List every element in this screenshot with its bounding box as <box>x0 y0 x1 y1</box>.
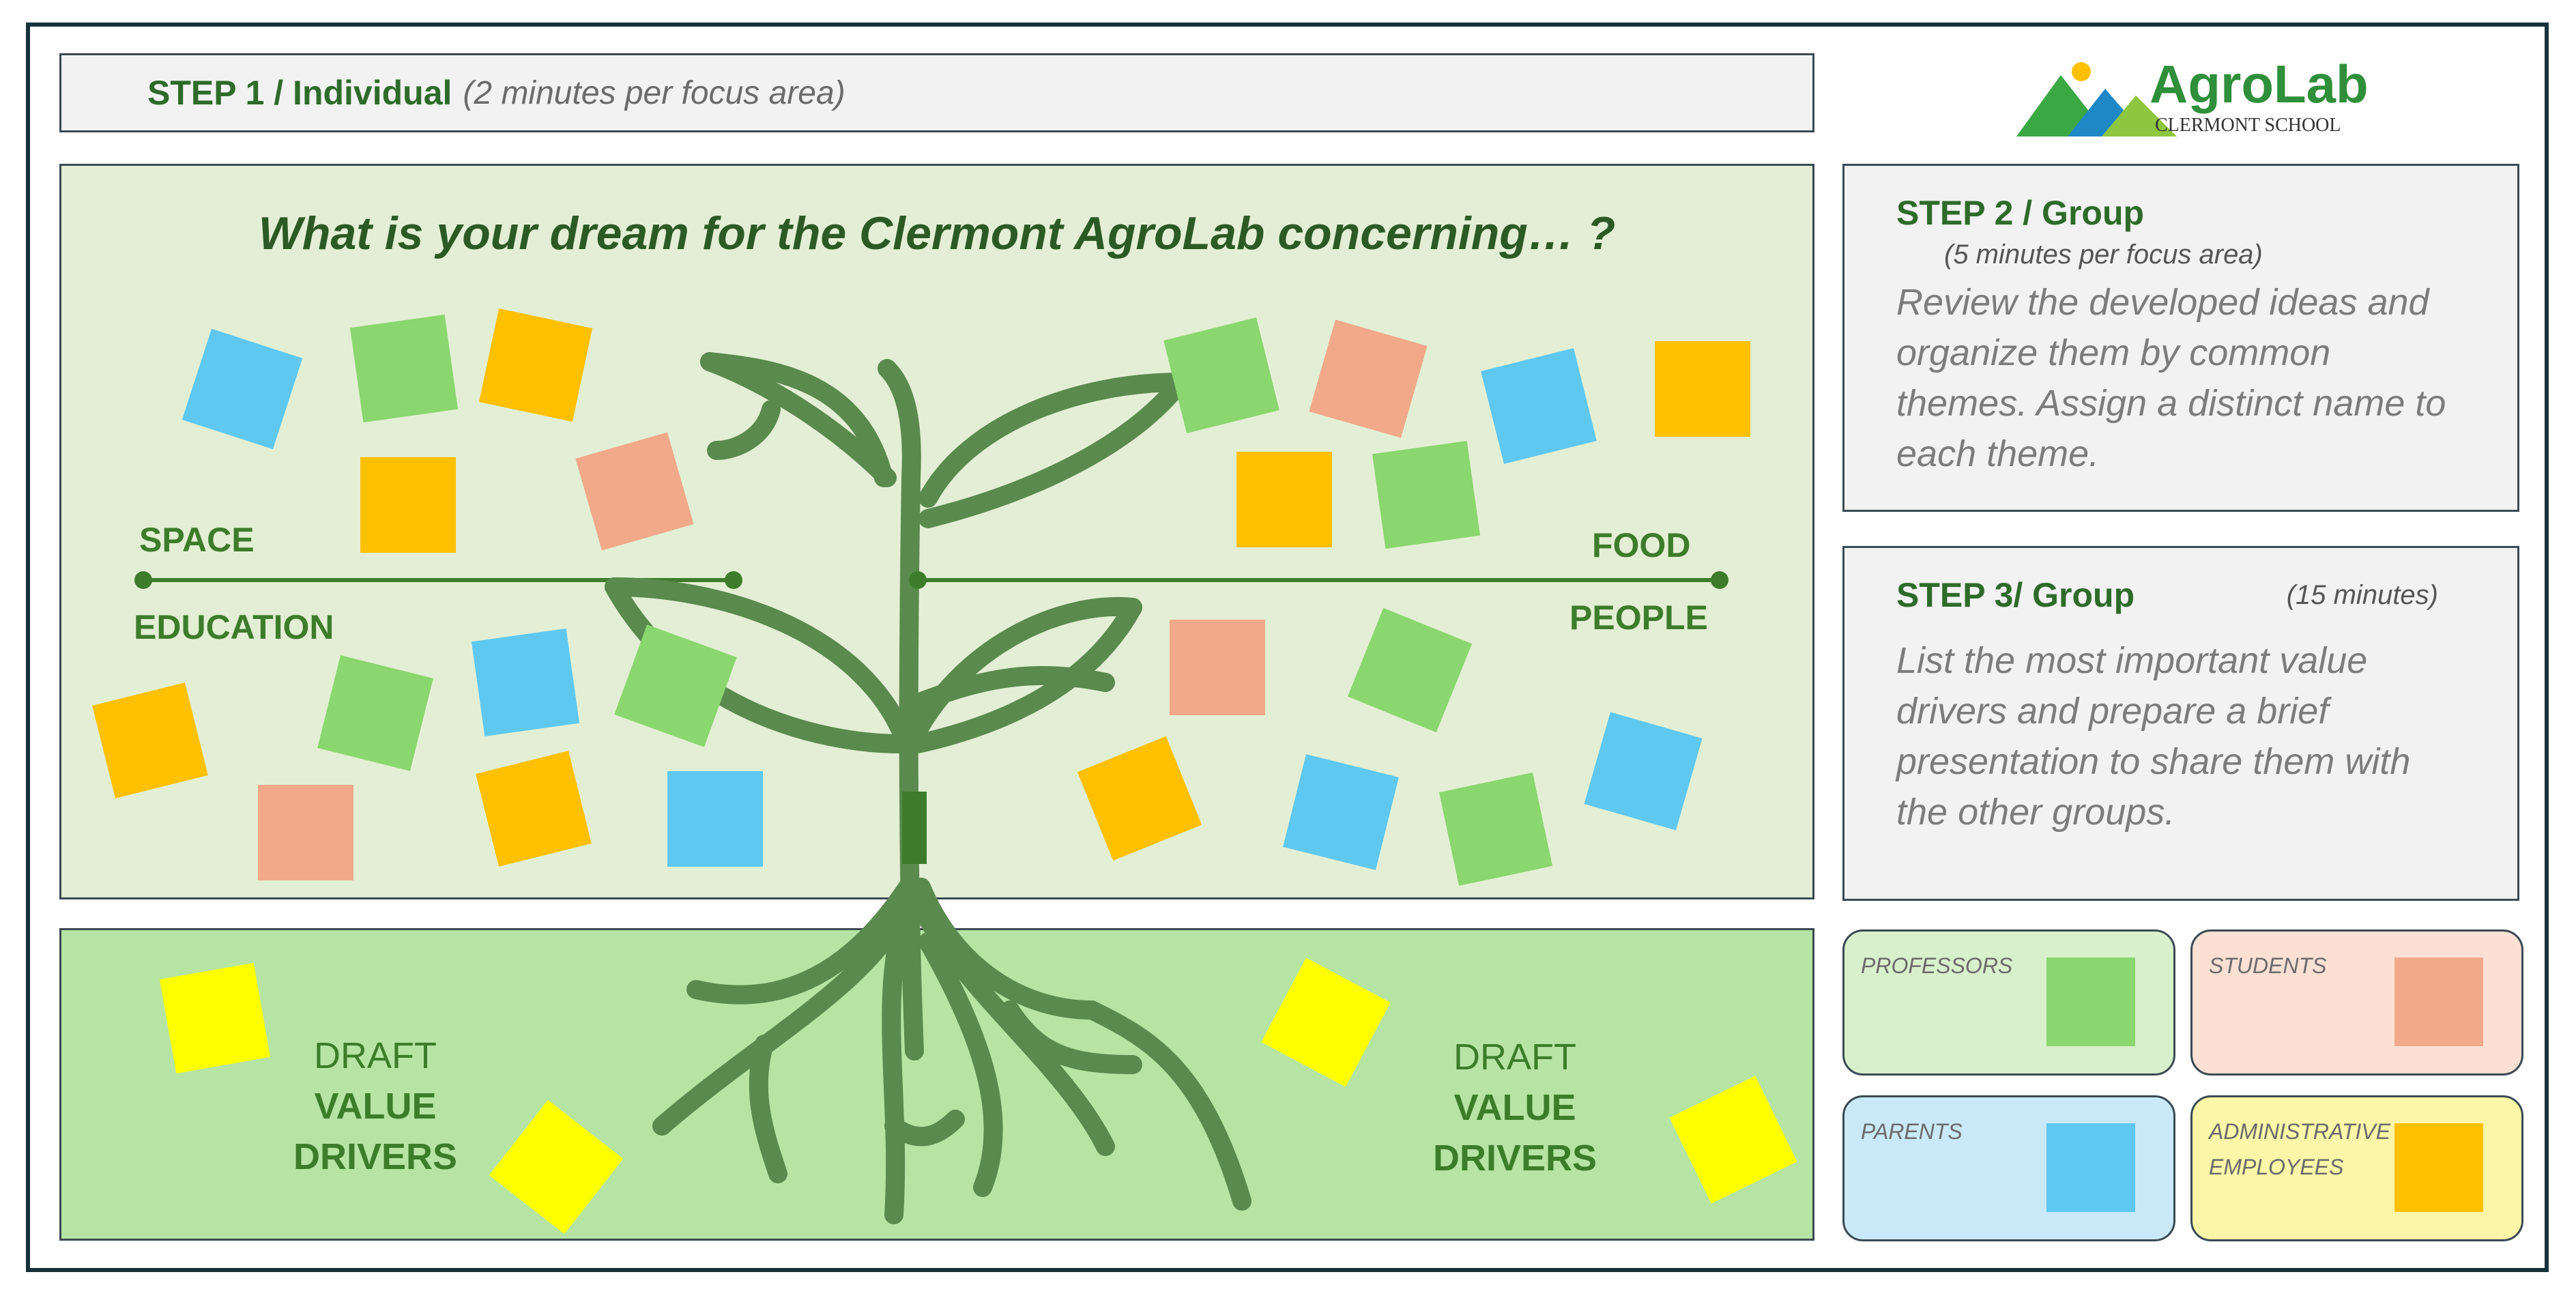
sticky-note <box>1438 772 1553 886</box>
logo-name: AgroLab <box>2150 54 2369 114</box>
draft-line2: VALUE DRIVERS <box>293 1086 458 1177</box>
legend-professors: PROFESSORS <box>1842 929 2175 1076</box>
sticky-note <box>667 771 763 867</box>
step2-subtitle: (5 minutes per focus area) <box>1944 240 2263 270</box>
step3-title: STEP 3/ Group <box>1896 576 2135 614</box>
step3-body: List the most important value drivers an… <box>1896 640 2411 833</box>
sticky-note <box>1236 452 1332 547</box>
step3-panel: STEP 3/ Group (15 minutes) List the most… <box>1842 546 2519 901</box>
sticky-note <box>1655 341 1750 437</box>
sticky-note <box>1372 440 1481 549</box>
legend-parents: PARENTS <box>1842 1095 2175 1241</box>
legend-label: ADMINISTRATIVE EMPLOYEES <box>2209 1119 2391 1179</box>
sticky-note <box>1170 620 1265 715</box>
sticky-note <box>349 314 459 423</box>
roots-area <box>59 928 1814 1241</box>
draft-value-drivers-left: DRAFT VALUE DRIVERS <box>232 1030 519 1182</box>
sticky-note <box>360 457 456 553</box>
legend-swatch <box>2046 957 2135 1046</box>
legend-students: STUDENTS <box>2190 929 2523 1076</box>
step1-title: STEP 1 / Individual <box>147 74 452 112</box>
draft-line2: VALUE DRIVERS <box>1432 1087 1597 1179</box>
draft-value-drivers-right: DRAFT VALUE DRIVERS <box>1372 1032 1658 1183</box>
step2-panel: STEP 2 / Group (5 minutes per focus area… <box>1842 164 2519 512</box>
legend-label: PARENTS <box>1861 1119 1963 1144</box>
legend-swatch <box>2046 1123 2135 1212</box>
step1-header: STEP 1 / Individual (2 minutes per focus… <box>59 53 1814 132</box>
label-space: SPACE <box>139 521 255 559</box>
mountains-icon <box>2016 62 2177 136</box>
legend-label: STUDENTS <box>2209 953 2327 978</box>
sticky-note <box>478 308 593 422</box>
label-people: PEOPLE <box>1569 598 1708 637</box>
sticky-note <box>159 962 271 1074</box>
sticky-note <box>471 628 580 737</box>
step3-subtitle: (15 minutes) <box>2286 579 2438 610</box>
step1-subtitle: (2 minutes per focus area) <box>463 74 845 111</box>
legend-swatch <box>2394 1123 2483 1212</box>
dream-question: What is your dream for the Clermont Agro… <box>258 207 1616 259</box>
draft-line1: DRAFT <box>1453 1037 1576 1078</box>
draft-line1: DRAFT <box>314 1035 437 1076</box>
step2-body: Review the developed ideas and organize … <box>1896 282 2446 474</box>
sticky-note <box>258 785 353 880</box>
label-education: EDUCATION <box>134 608 334 646</box>
step2-title: STEP 2 / Group <box>1896 194 2145 232</box>
logo-subtitle: CLERMONT SCHOOL <box>2155 115 2341 136</box>
legend-administrative-employees: ADMINISTRATIVE EMPLOYEES <box>2190 1095 2523 1241</box>
agrolab-logo: AgroLab CLERMONT SCHOOL <box>2006 41 2388 150</box>
legend-label: PROFESSORS <box>1861 953 2013 978</box>
legend-swatch <box>2394 957 2483 1046</box>
label-food: FOOD <box>1592 526 1691 564</box>
